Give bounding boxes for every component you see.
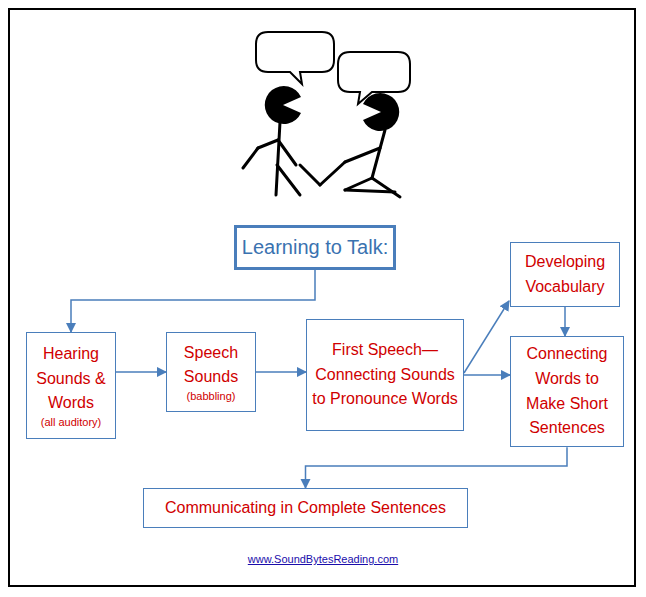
figure-arm xyxy=(320,162,345,185)
process-box: Developing Vocabulary xyxy=(510,242,620,307)
title-box: Learning to Talk: xyxy=(234,225,396,270)
figure-leg xyxy=(345,178,372,190)
process-box: Connecting Words to Make Short Sentences xyxy=(510,336,624,447)
flow-arrow xyxy=(464,301,509,373)
figure-leg xyxy=(277,165,300,195)
process-box: Speech Sounds(babbling) xyxy=(166,332,256,412)
box-text: Communicating in Complete Sentences xyxy=(165,496,446,521)
figure-head xyxy=(265,86,301,124)
box-text: Learning to Talk: xyxy=(242,232,388,263)
figure-head xyxy=(363,93,399,131)
box-text: First Speech— Connecting Sounds to Prono… xyxy=(312,338,458,412)
speech-bubble xyxy=(256,32,334,84)
box-subtext: (babbling) xyxy=(187,390,236,403)
box-text: Speech Sounds xyxy=(171,341,251,391)
figure-arm xyxy=(258,140,278,148)
figure-arm xyxy=(345,148,380,162)
box-subtext: (all auditory) xyxy=(41,416,102,429)
website-link: www.SoundBytesReading.com xyxy=(0,553,646,565)
box-text: Connecting Words to Make Short Sentences xyxy=(516,342,618,441)
figure-arm xyxy=(278,140,296,165)
figure-body xyxy=(276,122,280,195)
flow-arrow xyxy=(256,371,306,373)
box-text: Hearing Sounds & Words xyxy=(31,342,111,416)
flow-arrow xyxy=(116,371,166,373)
box-text: Developing Vocabulary xyxy=(515,250,615,300)
process-box: First Speech— Connecting Sounds to Prono… xyxy=(306,319,464,431)
process-box: Hearing Sounds & Words(all auditory) xyxy=(26,332,116,439)
figure-leg xyxy=(300,165,320,185)
flow-arrow xyxy=(71,270,315,332)
flow-arrow xyxy=(464,374,510,376)
flow-arrow xyxy=(564,307,566,336)
figure-leg xyxy=(372,178,400,197)
process-box: Communicating in Complete Sentences xyxy=(143,488,468,528)
flow-arrow xyxy=(306,447,568,488)
figure-body xyxy=(372,130,385,178)
figure-arm xyxy=(243,148,258,168)
